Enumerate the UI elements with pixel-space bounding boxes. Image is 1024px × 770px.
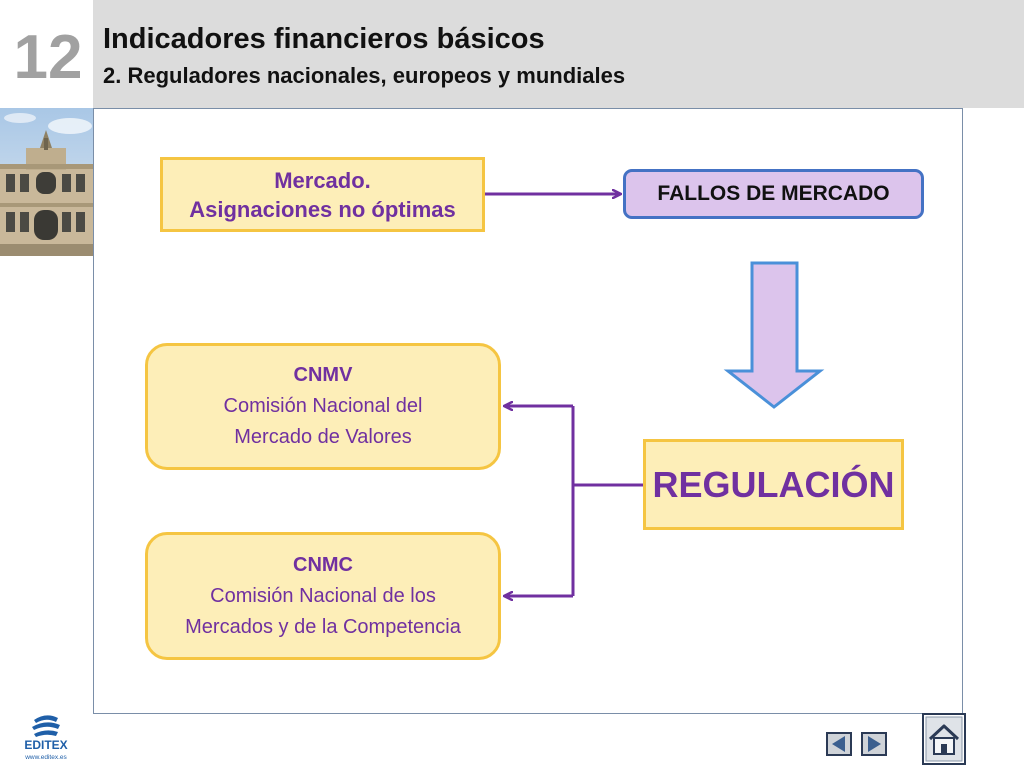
cnmc-line1: Comisión Nacional de los bbox=[210, 584, 436, 607]
regulacion-label: REGULACIÓN bbox=[652, 463, 895, 505]
home-icon bbox=[922, 713, 966, 765]
previous-slide-icon bbox=[826, 732, 852, 756]
cnmv-box: CNMV Comisión Nacional del Mercado de Va… bbox=[145, 343, 501, 470]
cnmc-box: CNMC Comisión Nacional de los Mercados y… bbox=[145, 532, 501, 660]
previous-slide-button[interactable] bbox=[826, 732, 852, 761]
mercado-line1: Mercado. bbox=[274, 167, 371, 193]
chapter-number: 12 bbox=[13, 23, 83, 92]
mercado-box: Mercado. Asignaciones no óptimas bbox=[160, 157, 485, 232]
cnmc-line2: Mercados y de la Competencia bbox=[185, 615, 461, 638]
mercado-line2: Asignaciones no óptimas bbox=[189, 196, 456, 222]
svg-text:www.editex.es: www.editex.es bbox=[24, 754, 67, 761]
cnmv-line2: Mercado de Valores bbox=[234, 426, 412, 448]
next-slide-icon bbox=[861, 732, 887, 756]
building-photo bbox=[0, 108, 93, 256]
cnmv-line1: Comisión Nacional del bbox=[223, 395, 423, 417]
editex-logo: EDITEX www.editex.es bbox=[18, 710, 74, 762]
header-bar bbox=[93, 0, 1024, 108]
fallos-de-mercado-box: FALLOS DE MERCADO bbox=[623, 169, 924, 219]
slide-title: Indicadores financieros básicos bbox=[103, 23, 545, 55]
svg-text:EDITEX: EDITEX bbox=[24, 738, 67, 752]
fallos-label: FALLOS DE MERCADO bbox=[657, 182, 890, 205]
home-button[interactable] bbox=[922, 713, 966, 770]
cnmc-acronym: CNMC bbox=[293, 553, 353, 576]
regulacion-box: REGULACIÓN bbox=[643, 439, 904, 530]
next-slide-button[interactable] bbox=[861, 732, 887, 761]
down-arrow-icon bbox=[723, 261, 825, 409]
slide-subtitle: 2. Reguladores nacionales, europeos y mu… bbox=[103, 63, 626, 88]
cnmv-acronym: CNMV bbox=[293, 364, 353, 386]
